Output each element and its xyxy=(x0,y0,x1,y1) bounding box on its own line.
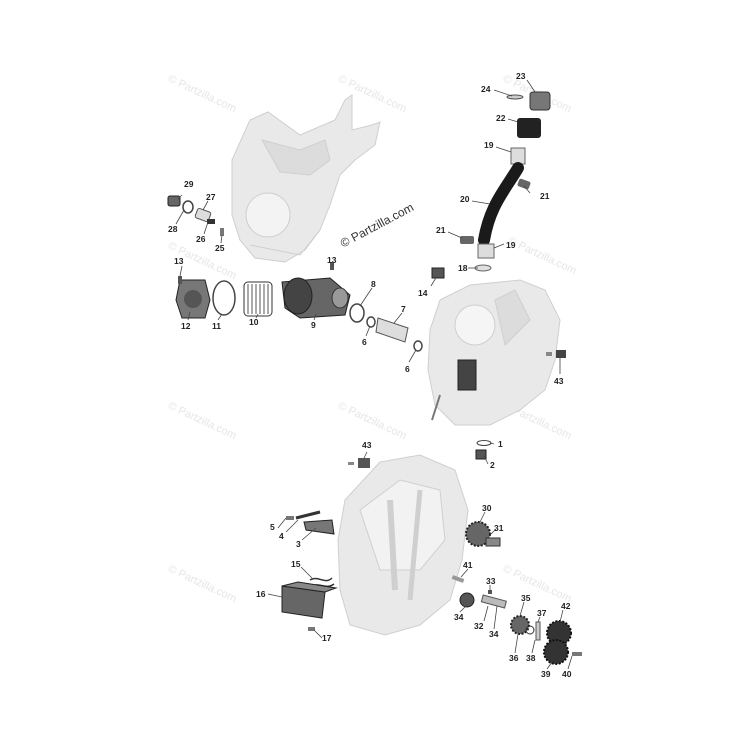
label-24: 24 xyxy=(481,84,491,94)
lower-housing xyxy=(337,454,469,636)
label-34b: 34 xyxy=(489,629,499,639)
label-33: 33 xyxy=(486,576,496,586)
leader-lines xyxy=(175,79,573,670)
label-9: 9 xyxy=(311,320,316,330)
label-17: 17 xyxy=(322,633,332,643)
label-25: 25 xyxy=(215,243,225,253)
label-16: 16 xyxy=(256,589,266,599)
label-43a: 43 xyxy=(554,376,564,386)
label-32: 32 xyxy=(474,621,484,631)
label-38: 38 xyxy=(526,653,536,663)
label-15: 15 xyxy=(291,559,301,569)
fitting-14 xyxy=(431,267,445,279)
gear-group xyxy=(451,521,582,665)
label-12: 12 xyxy=(181,321,191,331)
callout-labels: 23 24 22 19 21 20 21 19 18 14 29 27 28 2… xyxy=(168,71,572,679)
label-30: 30 xyxy=(482,503,492,513)
right-housing xyxy=(427,279,561,426)
label-2: 2 xyxy=(490,460,495,470)
label-19a: 19 xyxy=(484,140,494,150)
label-42: 42 xyxy=(561,601,571,611)
label-4: 4 xyxy=(279,531,284,541)
label-6a: 6 xyxy=(362,337,367,347)
label-34a: 34 xyxy=(454,612,464,622)
label-14: 14 xyxy=(418,288,428,298)
lower-left-parts xyxy=(281,458,370,631)
label-3: 3 xyxy=(296,539,301,549)
label-31: 31 xyxy=(494,523,504,533)
label-20: 20 xyxy=(460,194,470,204)
label-39: 39 xyxy=(541,669,551,679)
label-29: 29 xyxy=(184,179,194,189)
label-27: 27 xyxy=(206,192,216,202)
label-22: 22 xyxy=(496,113,506,123)
label-26: 26 xyxy=(196,234,206,244)
label-40: 40 xyxy=(562,669,572,679)
label-43b: 43 xyxy=(362,440,372,450)
small-parts-upper-left xyxy=(167,195,224,236)
oil-filter-group xyxy=(175,262,423,352)
label-11: 11 xyxy=(212,321,221,331)
label-28: 28 xyxy=(168,224,178,234)
label-19b: 19 xyxy=(506,240,516,250)
label-1: 1 xyxy=(498,439,503,449)
label-41: 41 xyxy=(463,560,473,570)
label-18: 18 xyxy=(458,263,468,273)
label-21b: 21 xyxy=(436,225,446,235)
label-23: 23 xyxy=(516,71,526,81)
label-6b: 6 xyxy=(405,364,410,374)
label-10: 10 xyxy=(249,317,259,327)
label-37: 37 xyxy=(537,608,547,618)
label-13b: 13 xyxy=(327,255,337,265)
label-13a: 13 xyxy=(174,256,184,266)
label-21a: 21 xyxy=(540,191,550,201)
label-8: 8 xyxy=(371,279,376,289)
label-35: 35 xyxy=(521,593,531,603)
upper-housing xyxy=(231,94,381,263)
label-36: 36 xyxy=(509,653,519,663)
label-5: 5 xyxy=(270,522,275,532)
label-7: 7 xyxy=(401,304,406,314)
